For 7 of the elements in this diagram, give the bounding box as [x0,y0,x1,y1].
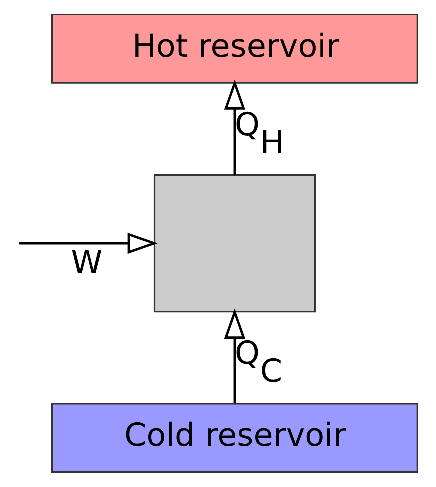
arrow [224,80,246,175]
node-box: Cold reservoir [51,403,418,474]
node-box [154,174,316,313]
arrow [20,232,158,254]
edge-label: W [71,246,103,282]
node-box: Hot reservoir [51,14,418,84]
arrow [224,308,246,404]
